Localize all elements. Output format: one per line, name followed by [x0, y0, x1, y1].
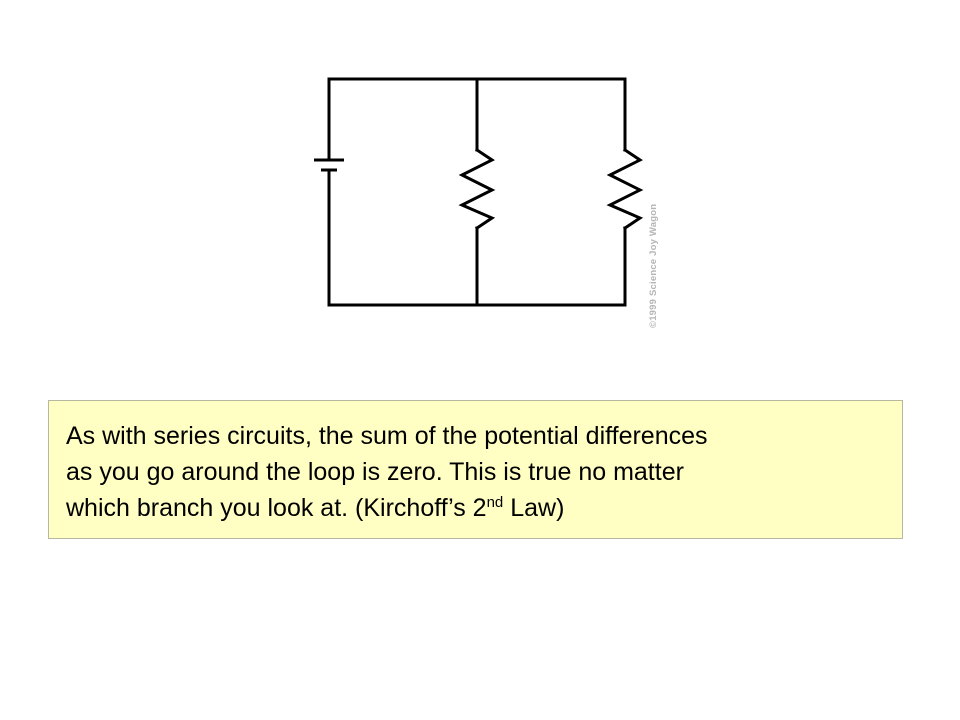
explanation-text: As with series circuits, the sum of the …	[66, 418, 896, 526]
explanation-box: As with series circuits, the sum of the …	[48, 400, 903, 539]
copyright-credit: ©1999 Science Joy Wagon	[648, 203, 659, 328]
parallel-circuit-diagram	[314, 77, 644, 307]
battery-icon	[314, 158, 344, 172]
explanation-line-3-suffix: Law)	[503, 494, 565, 522]
resistor-2	[606, 147, 644, 231]
explanation-line-3-prefix: which branch you look at. (Kirchoff’s 2	[66, 494, 487, 522]
resistor-1	[458, 147, 496, 231]
explanation-line-1: As with series circuits, the sum of the …	[66, 422, 708, 450]
ordinal-superscript: nd	[486, 494, 504, 511]
explanation-line-2: as you go around the loop is zero. This …	[66, 458, 684, 486]
